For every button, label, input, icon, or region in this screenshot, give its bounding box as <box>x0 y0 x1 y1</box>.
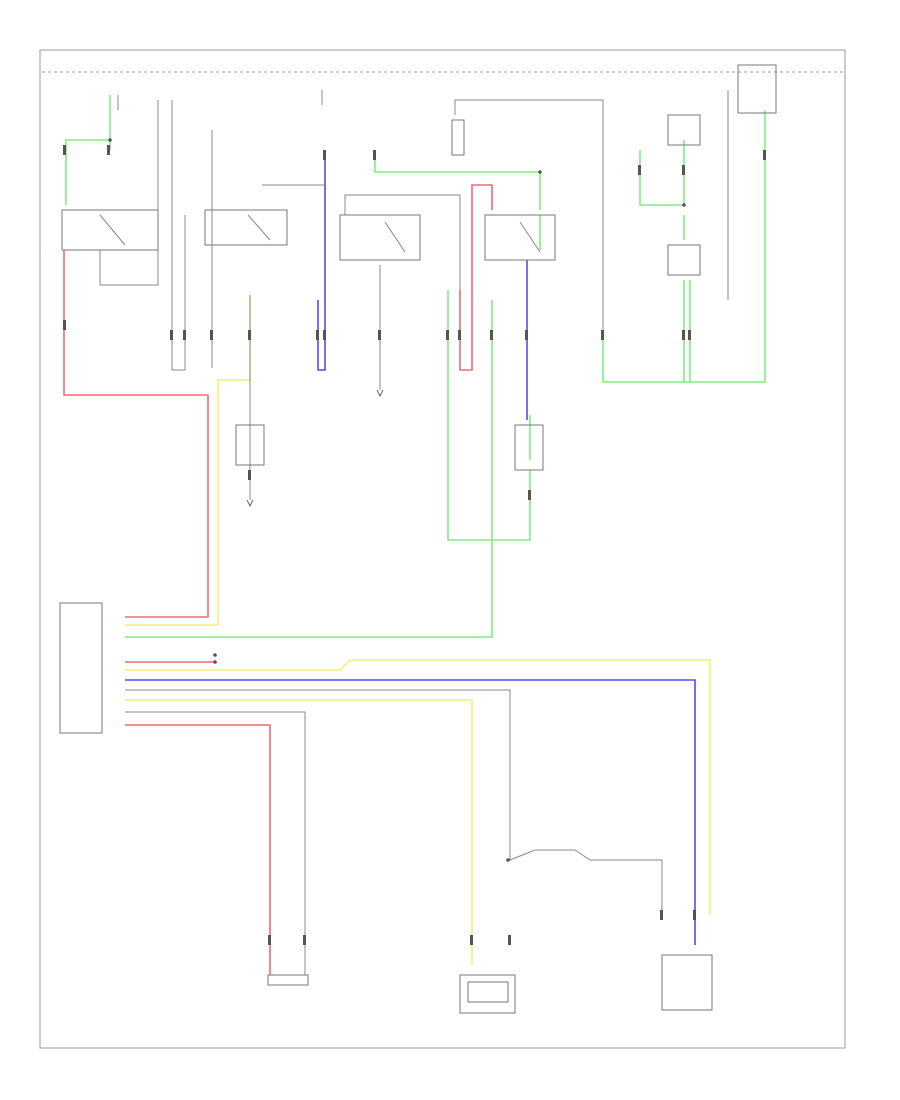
diagram-frame <box>39 49 846 1049</box>
blue-wires <box>125 150 696 945</box>
yellow-wires <box>125 295 711 965</box>
green-wires <box>65 95 766 638</box>
gray-wires <box>99 90 729 975</box>
red-wires <box>63 184 493 975</box>
relay-blocks <box>61 209 556 261</box>
components <box>59 64 777 1014</box>
junctions <box>108 138 686 862</box>
connector-marks <box>63 145 766 945</box>
ground-arrows <box>246 389 384 508</box>
